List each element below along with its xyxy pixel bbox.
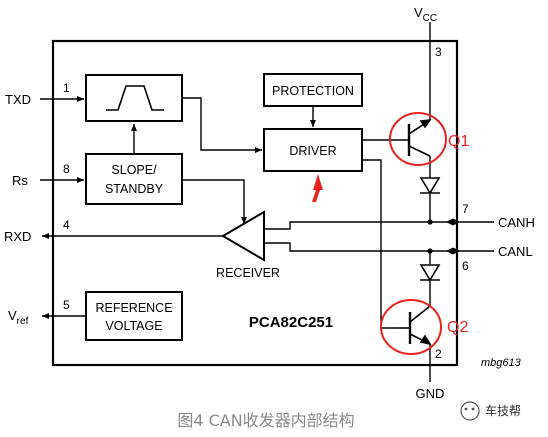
receiver-label: RECEIVER <box>216 266 280 280</box>
vref-label: Vref <box>8 308 29 327</box>
protection-label: PROTECTION <box>272 84 354 98</box>
receiver-block: RECEIVER <box>216 210 280 280</box>
gnd-label: GND <box>416 386 445 401</box>
slope-shaper-block <box>85 74 183 122</box>
bus-arrows <box>446 218 460 255</box>
slope-label: SLOPE/ <box>111 163 157 177</box>
standby-label: STANDBY <box>105 182 164 196</box>
rxd-label: RXD <box>4 229 31 244</box>
diode-canl-icon <box>419 264 441 282</box>
chip-name-label: PCA82C251 <box>249 314 333 331</box>
transistor-q2-icon <box>398 305 432 346</box>
pin-canh-number: 7 <box>462 202 469 216</box>
slope-standby-block: SLOPE/ STANDBY <box>85 153 183 205</box>
reference-label: REFERENCE <box>95 301 172 315</box>
canl-label: CANL <box>498 244 533 259</box>
canh-label: CANH <box>498 215 535 230</box>
protection-block: PROTECTION <box>263 73 363 107</box>
q2-highlight-circle <box>380 299 442 355</box>
pin-canl-number: 6 <box>462 259 469 273</box>
diode-canh-icon <box>419 177 441 195</box>
voltage-label: VOLTAGE <box>105 319 162 333</box>
connections <box>40 22 494 382</box>
transistor-q1-icon <box>391 119 432 157</box>
drawing-code-label: mbg613 <box>481 357 522 369</box>
wechat-logo-icon <box>460 401 480 421</box>
figure-caption: 图4 CAN收发器内部结构 <box>177 411 354 430</box>
pin-vcc-number: 3 <box>435 45 442 59</box>
chip-outline <box>51 39 459 367</box>
q2-label: Q2 <box>447 319 468 336</box>
driver-block: DRIVER <box>263 128 363 172</box>
q1-label: Q1 <box>448 133 469 150</box>
slope-waveform-icon <box>106 85 164 111</box>
reference-voltage-block: REFERENCE VOLTAGE <box>85 291 183 341</box>
q1-highlight-circle <box>389 112 447 166</box>
pin-rxd-number: 4 <box>63 218 70 232</box>
junction-dots <box>427 219 433 254</box>
pin-gnd-number: 2 <box>435 347 442 361</box>
rs-label: Rs <box>12 173 28 188</box>
watermark-label: 车技帮 <box>485 403 521 418</box>
pin-txd-number: 1 <box>63 81 70 95</box>
pin-vref-number: 5 <box>63 298 70 312</box>
watermark: 车技帮 <box>460 401 521 421</box>
txd-label: TXD <box>5 92 31 107</box>
vcc-label: VCC <box>414 5 437 24</box>
driver-highlight-arrow-icon <box>312 174 323 202</box>
pin-rs-number: 8 <box>63 162 70 176</box>
driver-label: DRIVER <box>289 144 336 158</box>
